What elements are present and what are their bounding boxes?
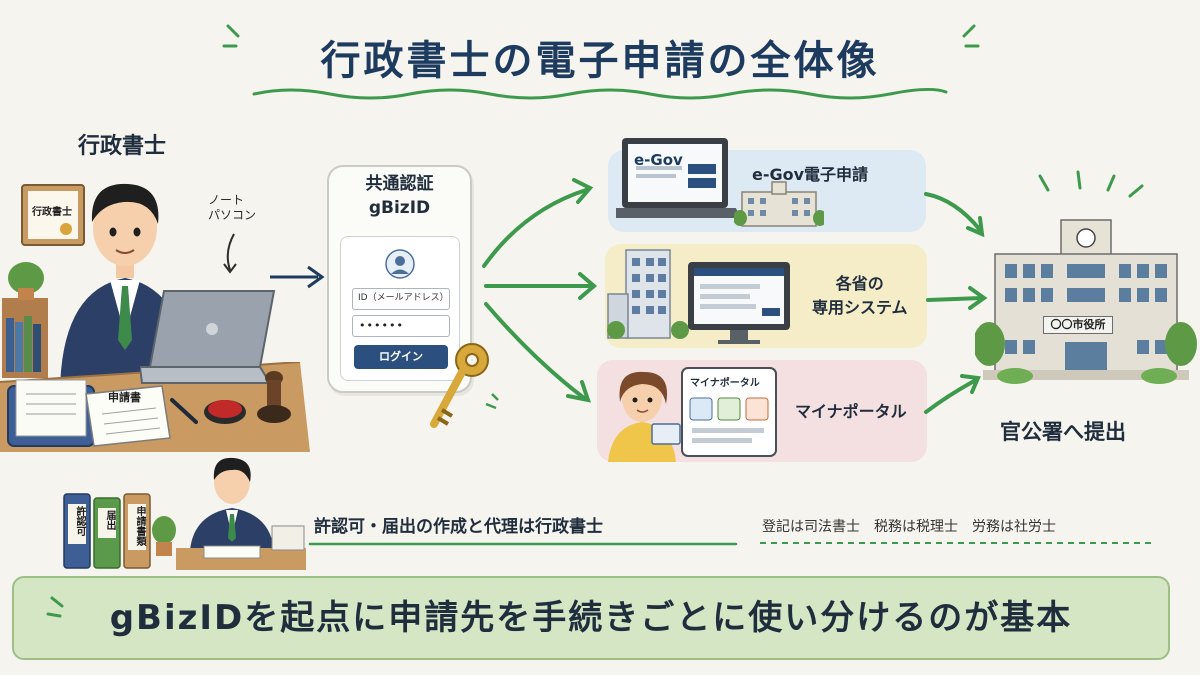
title-sparkle-left: [222, 24, 240, 48]
title-sparkle-right: [962, 24, 980, 48]
certificate-text: 行政書士: [32, 207, 72, 218]
ministry-monitor-illustration: [688, 262, 790, 344]
egov-screen-logo: e-Gov: [634, 151, 683, 169]
egov-building-illustration: [734, 181, 824, 227]
cityhall-building-illustration: [975, 219, 1197, 384]
certificate-frame: [21, 184, 85, 246]
user-avatar-icon: [385, 249, 415, 279]
scope-note-underline: [760, 542, 1156, 544]
laptop-icon: [140, 290, 276, 384]
destination-label: 官公署へ提出: [1000, 420, 1126, 444]
key-icon: [430, 343, 499, 428]
title-underline: [252, 87, 948, 100]
cityhall-sign: 〇〇市役所: [1043, 316, 1113, 334]
banner-sparkle: [46, 596, 64, 618]
myna-screen-title: マイナポータル: [690, 378, 760, 389]
application-document-title: 申請書: [108, 391, 141, 404]
login-button[interactable]: ログイン: [354, 345, 448, 369]
binder-stack: [7, 379, 95, 447]
laptop-note-arrow: [223, 233, 237, 274]
ink-pad-icon: [204, 400, 246, 424]
scope-main-underline: [308, 542, 738, 546]
scope-main-text: 許認可・届出の作成と代理は行政書士: [314, 517, 603, 537]
myna-screen-illustration: [681, 367, 777, 457]
password-field[interactable]: ••••••: [352, 315, 450, 337]
arrows-to-destination: [924, 192, 988, 414]
myna-label: マイナポータル: [795, 402, 907, 421]
citizen-person-illustration: [608, 371, 681, 462]
laptop-note: ノート パソコン: [208, 193, 257, 222]
bookshelf: [2, 262, 48, 378]
pen-icon: [170, 398, 198, 424]
arrow-to-gbizid: [270, 265, 325, 289]
application-document: [85, 385, 171, 447]
hanko-stamp-icon: [257, 371, 291, 423]
ministry-label: 各省の 専用システム: [812, 274, 908, 317]
binder-label-permits: 許認可: [74, 506, 85, 536]
route-arrows: [482, 178, 598, 403]
id-email-field[interactable]: ID（メールアドレス）: [352, 288, 450, 310]
binders-illustration: [63, 493, 176, 569]
ministry-building-illustration: [607, 249, 689, 339]
page-title: 行政書士の電子申請の全体像: [320, 38, 880, 84]
binder-label-documents: 申請書類: [134, 506, 145, 546]
person-writing-illustration: [176, 457, 306, 570]
egov-laptop-illustration: [616, 138, 740, 218]
actor-label: 行政書士: [78, 134, 167, 159]
scope-other-professions: 登記は司法書士 税務は税理士 労務は社労士: [762, 519, 1056, 535]
egov-label: e-Gov電子申請: [752, 165, 869, 184]
gyoseishoshi-person-illustration: [60, 183, 190, 390]
gbizid-title: 共通認証 gBizID: [365, 174, 434, 218]
cityhall-sparkles: [1038, 170, 1144, 198]
summary-banner-text: gBizIDを起点に申請先を手続きごとに使い分けるのが基本: [109, 598, 1073, 638]
binder-label-notifications: 届出: [104, 510, 115, 530]
summary-banner: [12, 576, 1170, 660]
